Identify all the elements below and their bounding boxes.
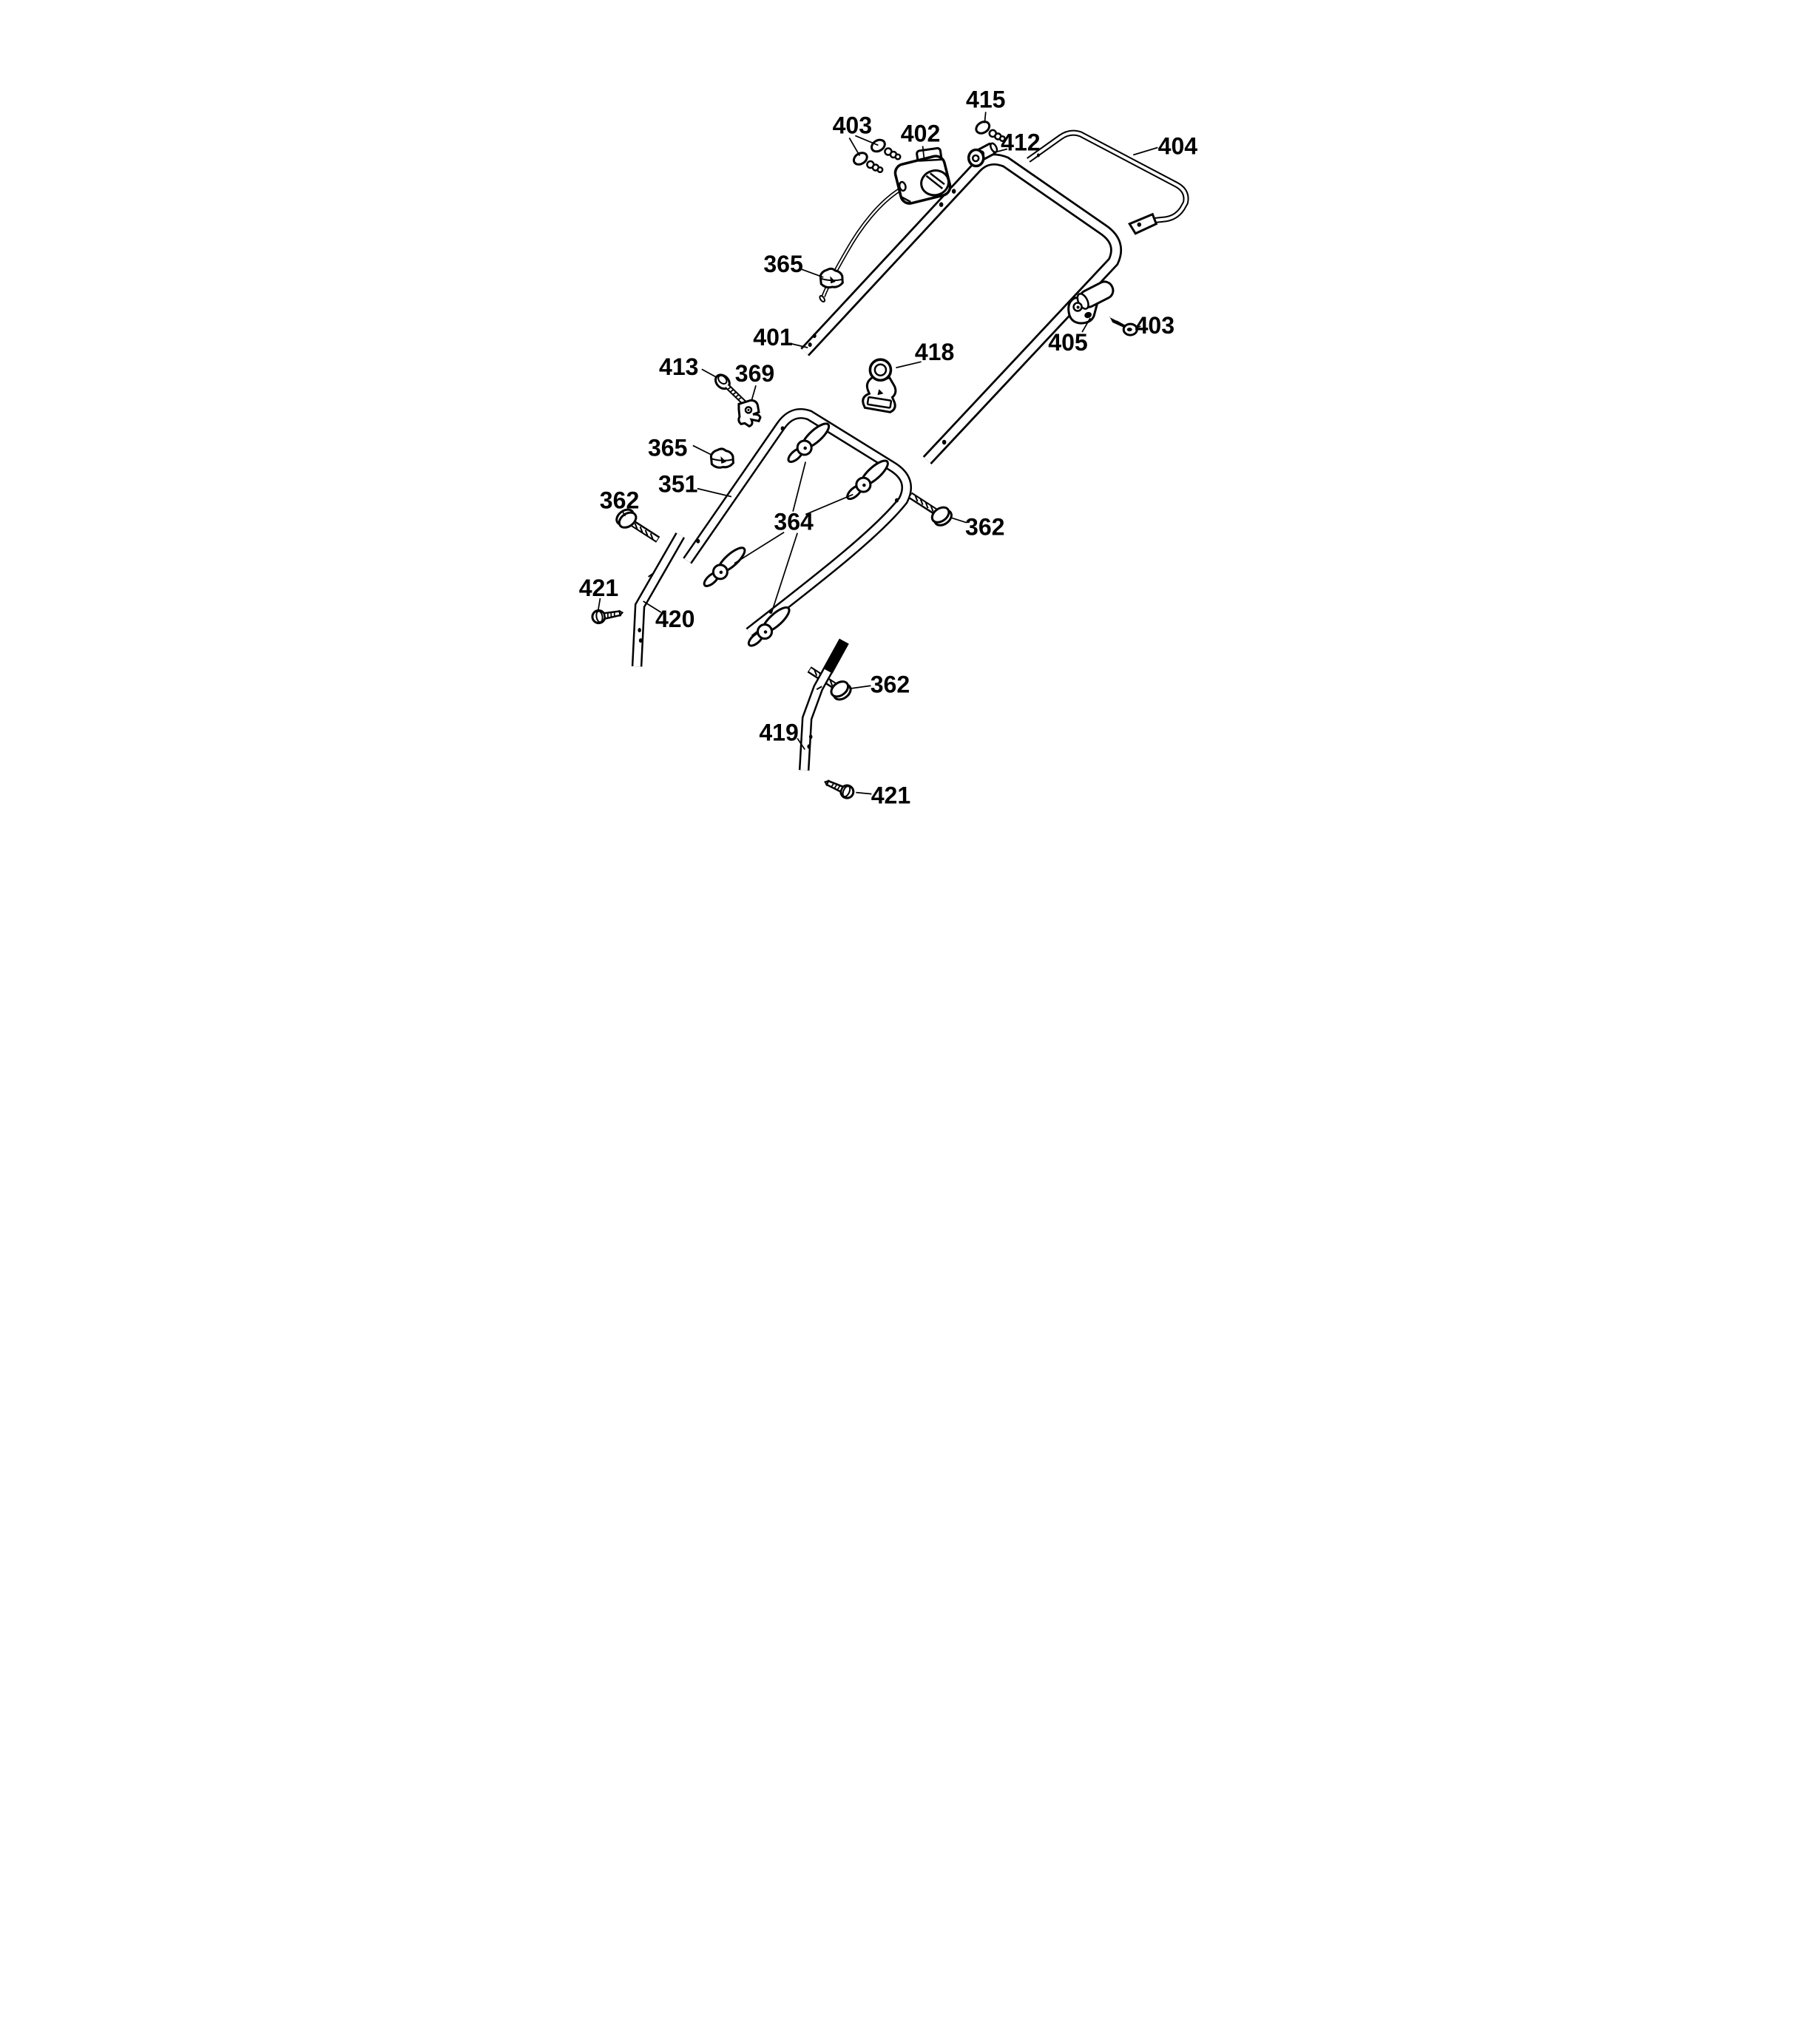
bolt-362-right [910, 495, 955, 529]
tube-hole [942, 439, 947, 445]
tube-hole [696, 538, 700, 544]
screw-403-right [1109, 316, 1138, 336]
leader-line-403-top [848, 138, 861, 156]
leader-line-369 [751, 385, 757, 402]
cable-clip-365-lower [709, 447, 734, 469]
cable-clamp-369 [737, 399, 762, 428]
leader-line-405 [1081, 317, 1091, 333]
part-label-404: 404 [1158, 132, 1198, 159]
tube-hole [808, 342, 812, 348]
leader-line-404 [1132, 146, 1158, 156]
part-label-362-left: 362 [600, 487, 640, 514]
leader-line-403-right [1135, 325, 1141, 328]
part-label-362-right: 362 [965, 514, 1005, 541]
lower-bracket-right-419 [798, 638, 849, 771]
annotations-layer: 415 403 402 412 404 365 401 405 403 418 413 369 365 3… [579, 86, 1198, 808]
wing-nut-3 [700, 543, 749, 590]
part-label-412: 412 [1001, 129, 1041, 155]
cable-clip-365-upper [819, 267, 844, 289]
part-label-364: 364 [774, 509, 814, 535]
part-label-365-lower: 365 [648, 434, 688, 461]
screw-403-b [851, 149, 884, 174]
leader-line-413 [701, 368, 717, 379]
part-label-402: 402 [901, 120, 941, 146]
tube-hole [1137, 222, 1142, 227]
parts-diagram: 415 403 402 412 404 365 401 405 403 418 413 369 365 3… [453, 0, 1362, 1025]
bracket-hole [638, 628, 641, 633]
screw-413 [714, 373, 749, 407]
leader-line-364 [771, 532, 798, 614]
handle-pivot-bracket-405 [1067, 280, 1115, 325]
tube-hole [780, 426, 785, 431]
part-label-418: 418 [915, 339, 955, 365]
bracket-hole [808, 734, 813, 740]
leader-line-401 [788, 342, 808, 348]
lower-handle-tube [683, 408, 912, 637]
cable-end [819, 295, 826, 302]
screw-421-left [590, 605, 625, 626]
part-label-405: 405 [1048, 329, 1088, 356]
tube-hole [812, 334, 817, 339]
tube-hole [1036, 153, 1040, 158]
bail-end-tab [1128, 212, 1158, 235]
leader-line-403-top [854, 135, 879, 146]
bracket-hole [638, 638, 643, 643]
part-label-415: 415 [966, 86, 1006, 112]
part-label-420: 420 [655, 606, 695, 632]
bracket-hole [807, 744, 811, 749]
part-label-419: 419 [759, 719, 799, 745]
part-label-413: 413 [659, 353, 699, 380]
leader-line-402 [922, 146, 925, 160]
part-label-351: 351 [658, 471, 698, 498]
part-label-369: 369 [735, 360, 775, 387]
screw-403-a [868, 136, 902, 160]
wing-nut-1 [785, 419, 834, 466]
leader-line-362-left [621, 511, 626, 517]
leader-line-365-lower [692, 444, 713, 456]
part-label-421-bottom: 421 [871, 782, 911, 809]
cable-guide-418 [862, 358, 897, 413]
leader-line-364 [734, 532, 785, 564]
part-label-362-bottom: 362 [871, 671, 910, 697]
leader-line-364 [792, 461, 807, 512]
cable-eyelet-clip-412 [967, 142, 998, 168]
leader-line-362-bottom [849, 685, 871, 690]
switch-housing [893, 146, 952, 205]
upper-bail-tube [1027, 129, 1189, 235]
part-label-403-top: 403 [833, 112, 873, 138]
part-label-401: 401 [753, 324, 793, 351]
diagram-page: 415 403 402 412 404 365 401 405 403 418 413 369 365 3… [453, 0, 1362, 1025]
tube-hole [939, 202, 944, 207]
part-label-365-upper: 365 [763, 251, 803, 277]
leader-line-362-right [950, 516, 967, 524]
lower-bracket-left-420 [631, 532, 686, 667]
leader-line-351 [697, 487, 732, 498]
tube-hole [951, 189, 956, 194]
leader-line-365-upper [800, 268, 824, 278]
leader-line-412 [993, 148, 1008, 154]
part-label-403-right: 403 [1135, 312, 1175, 339]
screw-415 [973, 118, 1007, 143]
leader-line-418 [896, 361, 922, 369]
screw-421-bottom [821, 775, 857, 802]
leader-line-364 [805, 493, 854, 515]
leader-line-421-bottom [856, 791, 872, 795]
leader-line-420 [643, 600, 662, 613]
leader-line-419 [797, 737, 805, 750]
tube-hole [894, 498, 899, 503]
bracket-dark-grip [822, 638, 849, 674]
leader-line-415 [984, 112, 987, 123]
leader-line-421-left [598, 598, 601, 610]
part-label-421-left: 421 [579, 575, 619, 601]
